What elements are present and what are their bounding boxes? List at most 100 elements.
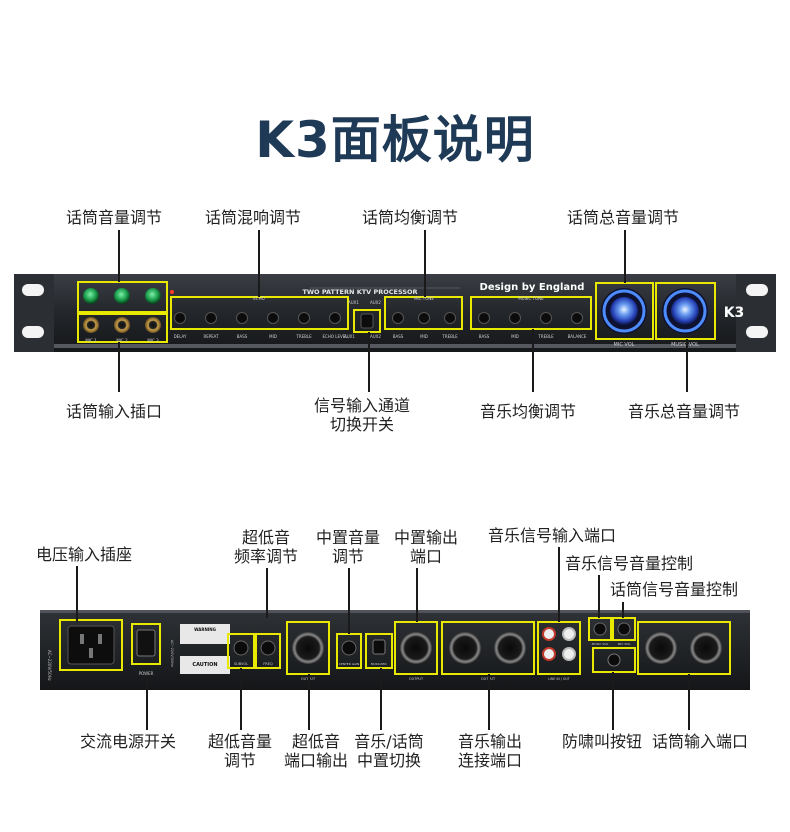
callout-center-out: 中置输出 端口 xyxy=(386,528,466,566)
callout-music-in-port: 音乐信号输入端口 xyxy=(488,526,617,545)
callout-line: 超低音量 xyxy=(207,732,272,751)
svg-text:BALANCE: BALANCE xyxy=(568,334,587,339)
callout-box xyxy=(655,282,716,340)
model-text: K3 xyxy=(724,305,745,321)
svg-text:DELAY: DELAY xyxy=(174,334,187,339)
lead-line xyxy=(624,230,626,283)
rack-hole xyxy=(22,326,44,338)
svg-text:SUBVOL: SUBVOL xyxy=(234,662,248,666)
callout-line: 调节 xyxy=(223,751,256,770)
lead-line xyxy=(266,568,268,618)
mic1-jack xyxy=(83,317,99,333)
callout-line: 切换开关 xyxy=(329,415,394,434)
callout-box xyxy=(592,647,636,673)
rack-hole xyxy=(746,326,768,338)
lead-line xyxy=(558,547,560,622)
lead-line xyxy=(258,230,260,297)
callout-music-out: 音乐输出 连接端口 xyxy=(452,732,528,770)
lead-line xyxy=(598,575,600,618)
callout-box xyxy=(336,633,362,669)
callout-box xyxy=(588,617,612,641)
lead-line xyxy=(622,602,624,618)
mic1-label: MIC 1 xyxy=(85,338,97,343)
svg-text:MUSIC/MIC: MUSIC/MIC xyxy=(371,662,387,666)
music-vol-knob xyxy=(671,297,699,325)
callout-box xyxy=(612,617,636,641)
callout-box xyxy=(131,623,161,665)
svg-text:AUX1: AUX1 xyxy=(348,300,359,305)
svg-text:BASS: BASS xyxy=(393,334,404,339)
callout-box xyxy=(255,633,281,669)
svg-text:POWER: POWER xyxy=(139,671,154,676)
lead-line xyxy=(118,230,120,282)
callout-box xyxy=(353,309,381,333)
svg-text:CENTER GAIN: CENTER GAIN xyxy=(339,662,360,666)
callout-music-sig-vol: 音乐信号音量控制 xyxy=(565,554,694,573)
svg-text:AC~220V/50Hz: AC~220V/50Hz xyxy=(47,650,52,681)
callout-box xyxy=(384,296,463,330)
callout-line: 连接端口 xyxy=(457,751,522,770)
callout-line: 中置切换 xyxy=(356,751,421,770)
lead-line xyxy=(688,674,690,730)
callout-box xyxy=(77,313,168,343)
callout-line: 超低音 xyxy=(291,732,340,751)
callout-music-mic: 音乐/话筒 中置切换 xyxy=(346,732,432,770)
rack-hole xyxy=(746,284,768,296)
callout-box xyxy=(637,621,731,675)
lead-line xyxy=(612,672,614,730)
callout-line: 频率调节 xyxy=(233,547,298,566)
iec-socket xyxy=(67,625,115,665)
callout-mic-master: 话筒总音量调节 xyxy=(567,208,680,227)
svg-text:CAUTION: CAUTION xyxy=(192,662,217,668)
callout-music-master: 音乐总音量调节 xyxy=(628,402,741,421)
callout-line: 中置输出 xyxy=(393,528,458,547)
svg-text:AC~220V/50Hz: AC~220V/50Hz xyxy=(170,640,174,667)
callout-line: 调节 xyxy=(331,547,364,566)
lead-line xyxy=(146,678,148,730)
music-vol-ring xyxy=(663,289,707,333)
svg-text:AUX1: AUX1 xyxy=(344,334,355,339)
center-xlr-out xyxy=(400,632,432,664)
lead-line xyxy=(368,332,370,392)
svg-text:MIC TONE: MIC TONE xyxy=(414,296,434,301)
callout-line: 音乐/话筒 xyxy=(354,732,424,751)
callout-mic-reverb: 话筒混响调节 xyxy=(205,208,302,227)
lead-line xyxy=(348,568,350,634)
callout-sub-vol: 超低音量 调节 xyxy=(196,732,284,770)
svg-text:REPEAT: REPEAT xyxy=(203,334,219,339)
svg-text:MUSIC VOL: MUSIC VOL xyxy=(592,642,609,646)
callout-box xyxy=(394,621,438,675)
caution-sticker xyxy=(180,656,230,674)
mic-xlr-in-2 xyxy=(690,632,722,664)
svg-text:LINE IN / OUT: LINE IN / OUT xyxy=(548,677,569,681)
callout-box xyxy=(595,282,654,340)
svg-text:MIC VOL: MIC VOL xyxy=(618,642,631,646)
svg-text:BASS: BASS xyxy=(479,334,490,339)
callout-box xyxy=(170,296,349,330)
callout-line: 中置音量 xyxy=(315,528,380,547)
processor-subtitle: TWO PATTERN KTV PROCESSOR xyxy=(302,288,417,296)
power-switch xyxy=(136,629,156,657)
callout-power-socket: 电压输入插座 xyxy=(36,545,133,564)
callout-mic-eq: 话筒均衡调节 xyxy=(362,208,459,227)
callout-sub-freq: 超低音 频率调节 xyxy=(220,528,312,566)
svg-text:MIC VOL: MIC VOL xyxy=(614,342,635,348)
callout-box xyxy=(537,621,581,675)
svg-text:TREBLE: TREBLE xyxy=(441,334,458,339)
sub-xlr-out xyxy=(292,632,324,664)
callout-box xyxy=(470,296,592,330)
mic-vol-knob xyxy=(610,297,638,325)
rack-hole xyxy=(22,284,44,296)
lead-line xyxy=(424,230,426,297)
mic-vol-ring xyxy=(602,289,646,333)
mic2-volume-knob xyxy=(114,288,130,304)
echo-knobs xyxy=(174,312,341,324)
power-led xyxy=(170,290,174,294)
lead-line xyxy=(240,668,242,730)
callout-line: 音乐输出 xyxy=(457,732,522,751)
callout-mic-sig-vol: 话筒信号音量控制 xyxy=(610,580,739,599)
svg-text:MID: MID xyxy=(420,334,428,339)
callout-mic-input: 话筒输入插口 xyxy=(66,402,163,421)
callout-mic-volume: 话筒音量调节 xyxy=(66,208,163,227)
